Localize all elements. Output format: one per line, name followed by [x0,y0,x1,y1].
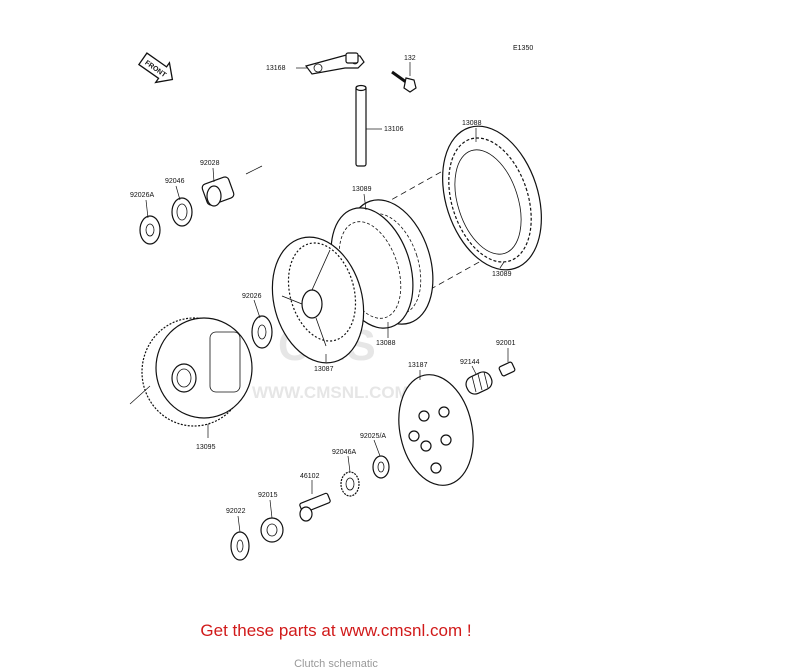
friction-plate [442,125,542,271]
label-13187: 13187 [408,362,428,369]
label-92046a: 92046A [332,449,356,456]
front-arrow-icon: FRONT [137,52,174,84]
washer-92022 [230,531,250,561]
clutch-hub [271,236,365,364]
label-13088-top: 13088 [462,120,482,127]
label-13089-right: 13089 [492,271,512,278]
label-92028: 92028 [200,160,220,167]
label-13089-left: 13089 [352,186,372,193]
thrust-washer [251,315,273,349]
label-13095: 13095 [196,444,216,451]
part-labels: 13168 132 13106 13088 13089 13089 92028 … [130,55,516,515]
leader-lines [129,62,509,533]
label-46102: 46102 [300,473,320,480]
label-92026a: 92026A [130,192,154,199]
spring-bolt [498,361,516,377]
pressure-plate [398,374,474,486]
label-13106: 13106 [384,126,404,133]
label-92022: 92022 [226,508,246,515]
bolt [391,70,417,93]
clutch-housing [141,317,253,427]
sleeve [201,176,235,207]
label-132: 132 [404,55,416,62]
label-92046: 92046 [165,178,185,185]
diagram-code: E1350 [513,45,533,52]
clutch-spring [465,371,493,395]
label-92025a: 92025/A [360,433,386,440]
pusher [299,492,331,522]
release-lever [304,52,365,75]
label-92015: 92015 [258,492,278,499]
diagram-caption: Clutch schematic [294,658,378,670]
get-parts-link[interactable]: Get these parts at www.cmsnl.com ! [200,621,472,640]
label-92026: 92026 [242,293,262,300]
washer-left [139,215,161,245]
nut [260,517,284,543]
washer-92025a [372,455,390,479]
label-92001: 92001 [496,340,516,347]
watermark-url-text: WWW.CMSNL.COM [252,383,409,402]
spring-washer [340,471,360,497]
needle-bearing [171,197,193,227]
label-13088-bottom: 13088 [376,340,396,347]
label-13087: 13087 [314,366,334,373]
push-rod [355,84,367,167]
label-92144: 92144 [460,359,480,366]
label-13168: 13168 [266,65,286,72]
